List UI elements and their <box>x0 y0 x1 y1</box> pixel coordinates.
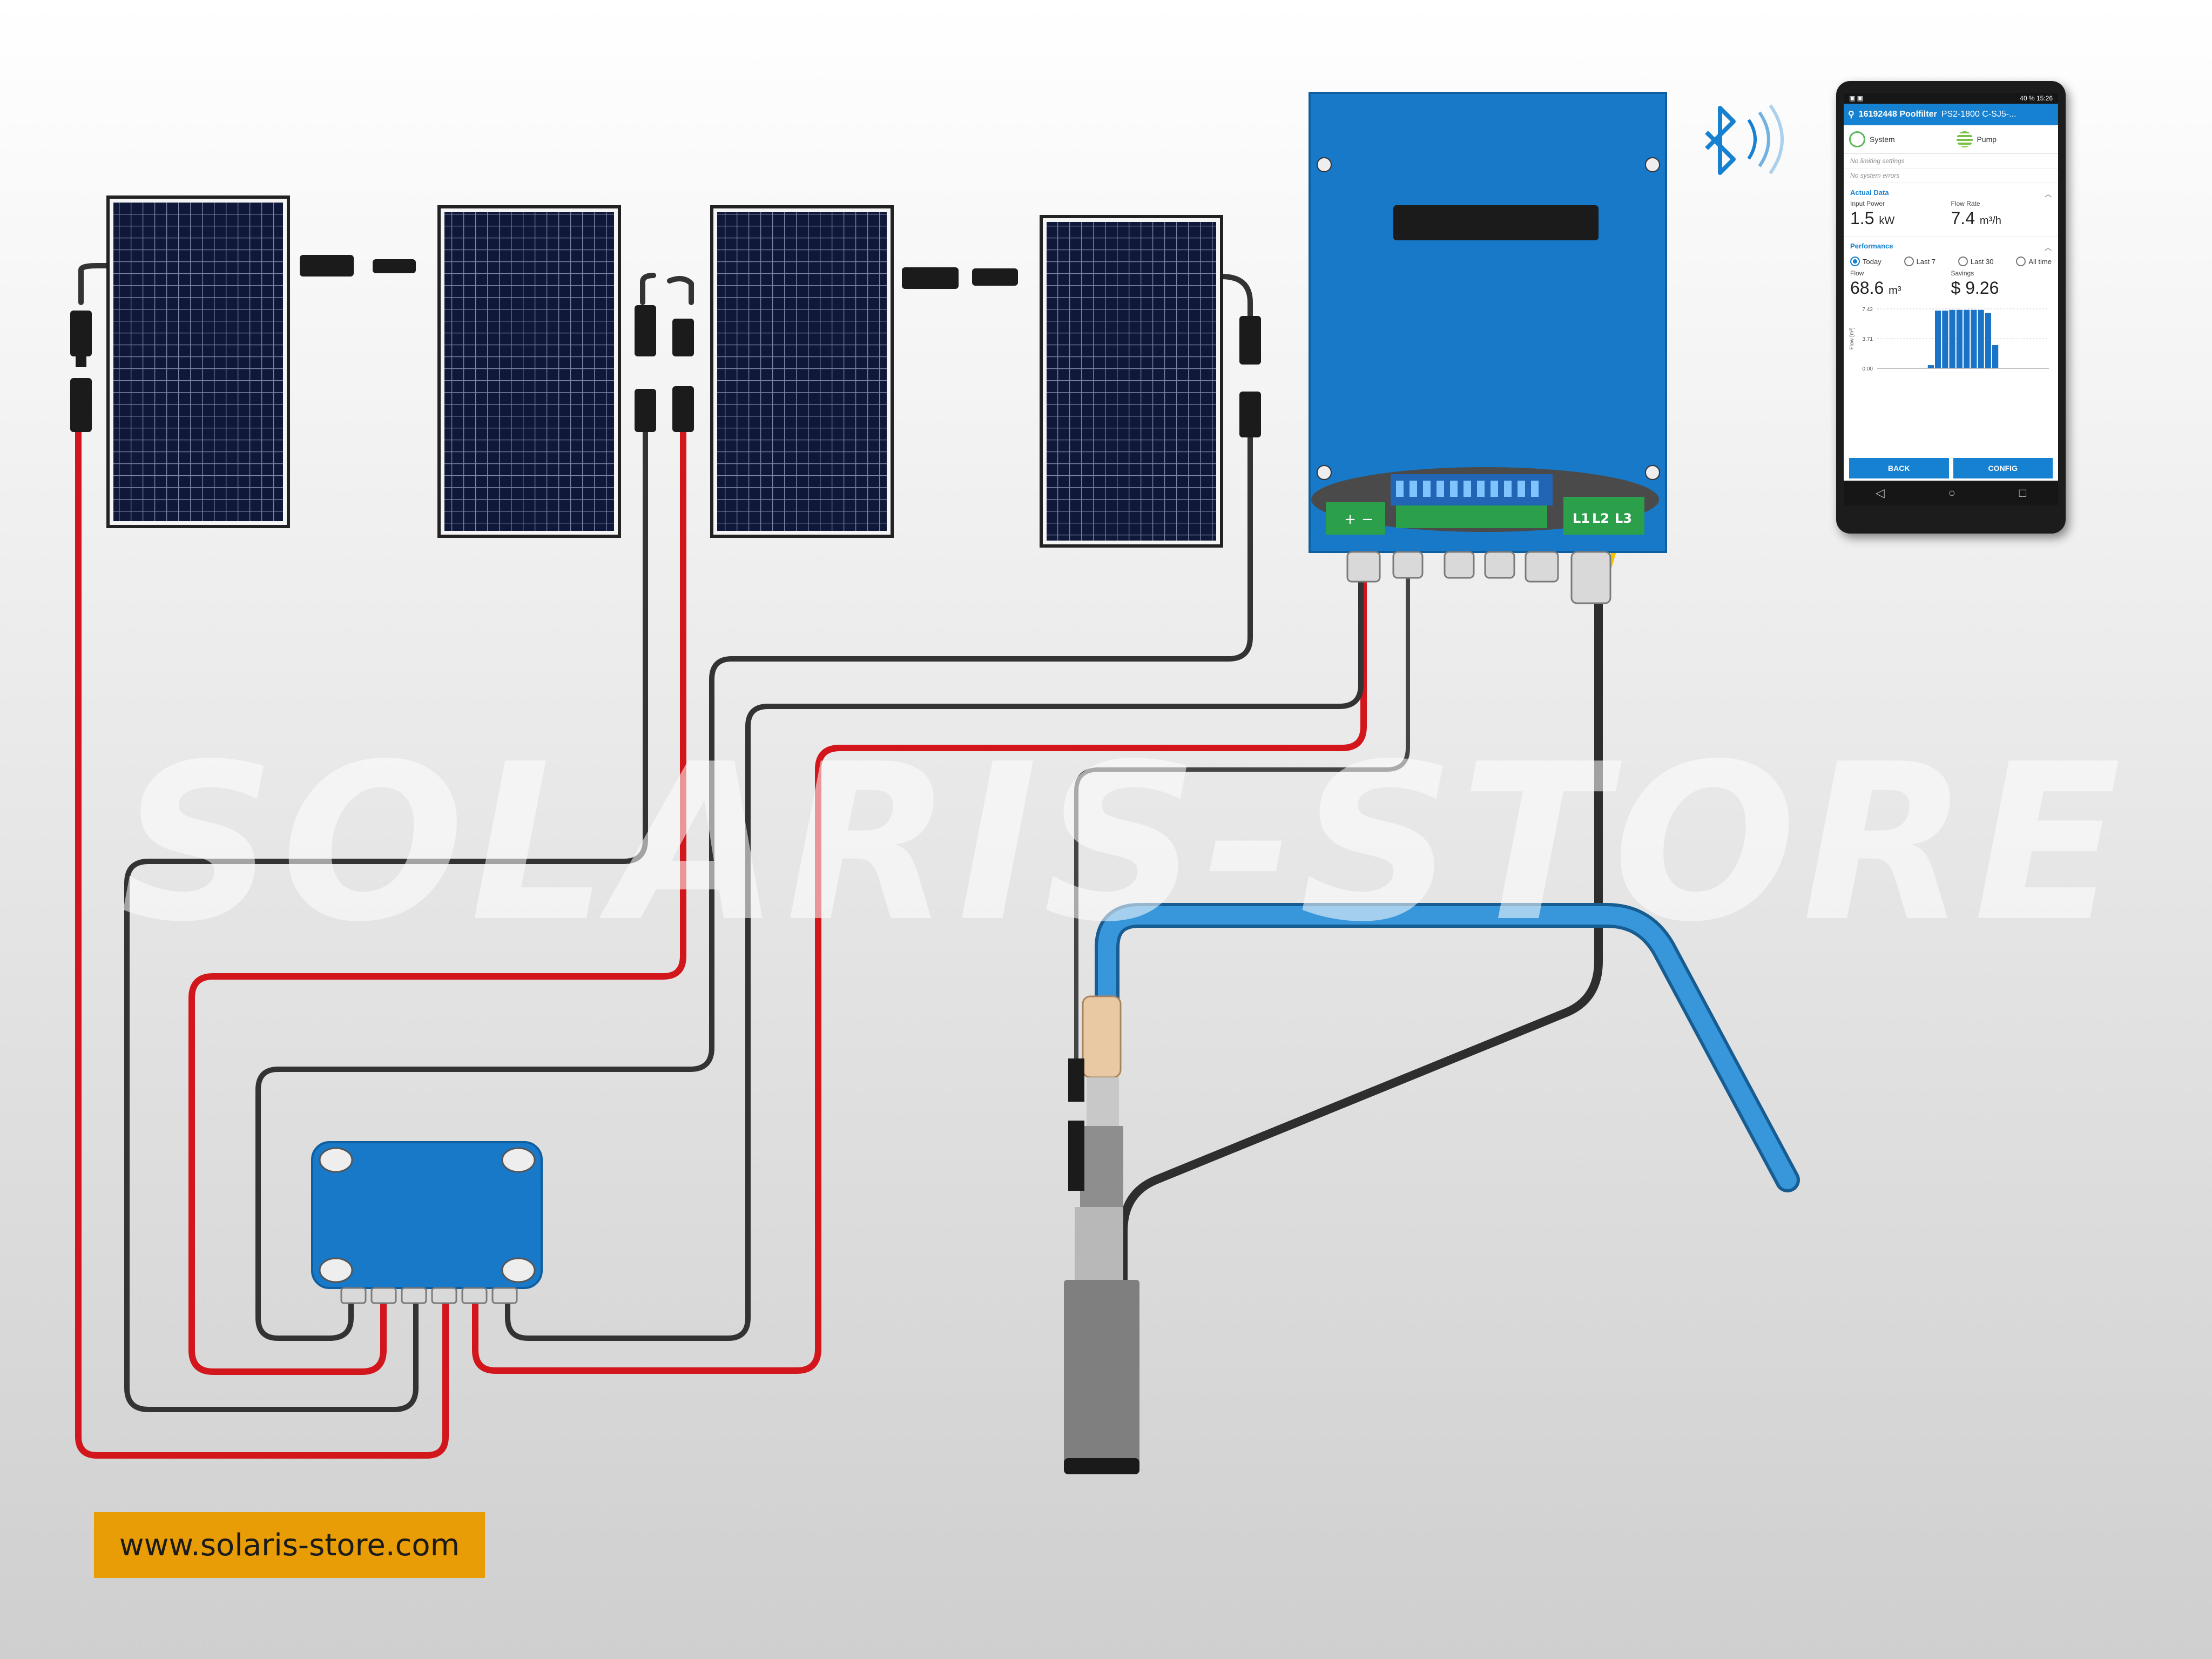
chart-bar <box>1992 345 1999 368</box>
combiner-box <box>311 1141 543 1304</box>
pump-icon <box>1956 131 1973 147</box>
chart-ytick-label: 7.42 <box>1863 307 1873 313</box>
clock: 15:26 <box>2036 95 2053 102</box>
solar-panel-3 <box>710 205 894 538</box>
chart-bar <box>1927 365 1934 368</box>
section-performance[interactable]: Performance ︿ <box>1844 236 2058 253</box>
wire-black-neg-run <box>255 429 1253 1341</box>
phone-screen: ▣ ▣ 40 % 15:26 ⚲ 16192448 Poolfilter PS2… <box>1844 93 2058 505</box>
nav-back-icon[interactable]: ◁ <box>1875 486 1885 500</box>
wire-red-out <box>472 548 1367 1374</box>
tab-system[interactable]: System <box>1844 131 1951 147</box>
period-selector: Today Last 7 Last 30 All time <box>1844 253 2058 269</box>
input-power-value: 1.5 kW <box>1850 208 1895 228</box>
power-icon <box>1849 131 1865 147</box>
section-actual-title: Actual Data <box>1850 188 1889 197</box>
tab-bar: System Pump <box>1844 125 2058 154</box>
radio-last30[interactable]: Last 30 <box>1958 257 1994 266</box>
config-button[interactable]: CONFIG <box>1953 458 2053 478</box>
flow-rate-value: 7.4 m³/h <box>1951 208 2001 228</box>
input-power-label: Input Power <box>1850 200 1885 207</box>
chart-bar <box>1956 309 1963 368</box>
wire-black-string2 <box>124 424 648 1412</box>
cable-glands <box>1346 551 1611 604</box>
chart-bar <box>1942 311 1948 368</box>
wire-pump-cable <box>1119 579 1603 1290</box>
tab-pump-label: Pump <box>1977 135 1997 144</box>
actual-values: Input Power 1.5 kW Flow Rate 7.4 m³/h <box>1844 200 2058 228</box>
chart-bar <box>1985 313 1991 368</box>
chart-ytick-label: 3.71 <box>1863 336 1873 342</box>
chart-bar <box>1971 309 1977 368</box>
wire-grey-sensor <box>1074 549 1410 1061</box>
notification-icons: ▣ ▣ <box>1849 95 1864 102</box>
wire-red-string2 <box>188 429 686 1375</box>
flow-label: Flow <box>1850 269 1864 277</box>
note-errors: No system errors <box>1844 168 2058 183</box>
mc4-connectors <box>70 255 1261 437</box>
chart-bar <box>1949 309 1955 368</box>
app-logo-icon: ⚲ <box>1848 110 1854 119</box>
wire-black-string2-top <box>640 273 694 305</box>
chart-ytick-label: 0.00 <box>1863 366 1873 372</box>
terminal-l3: L3 <box>1615 511 1632 526</box>
savings-value: $ 9.26 <box>1951 278 1999 298</box>
wire-black-string1 <box>78 263 113 305</box>
solar-panel-2 <box>437 205 621 538</box>
pump-controller <box>1309 92 1667 553</box>
status-bar: ▣ ▣ 40 % 15:26 <box>1844 93 2058 104</box>
chart-bar <box>1935 311 1941 368</box>
chevron-up-icon: ︿ <box>2044 190 2052 198</box>
website-badge[interactable]: www.solaris-store.com <box>94 1512 485 1578</box>
submersible-pump <box>1064 995 1139 1474</box>
nav-recent-icon[interactable]: □ <box>2019 486 2027 500</box>
nav-home-icon[interactable]: ○ <box>1948 486 1955 500</box>
flow-rate-label: Flow Rate <box>1951 200 1980 207</box>
battery-level: 40 % <box>2020 95 2035 102</box>
device-name: PS2-1800 C-SJ5-... <box>1941 110 2017 119</box>
wire-black-out <box>505 551 1364 1341</box>
terminal-l2: L2 <box>1592 511 1609 526</box>
app-bar: ⚲ 16192448 Poolfilter PS2-1800 C-SJ5-... <box>1844 104 2058 125</box>
radio-last7[interactable]: Last 7 <box>1904 257 1936 266</box>
watermark: SOLARIS-STORE <box>120 718 2127 969</box>
smartphone: ▣ ▣ 40 % 15:26 ⚲ 16192448 Poolfilter PS2… <box>1836 81 2066 534</box>
chart-bar <box>1978 309 1984 368</box>
terminal-plus: + <box>1344 511 1356 528</box>
note-limits: No limiting settings <box>1844 154 2058 168</box>
wire-red-string1 <box>75 413 449 1459</box>
solar-panel-1 <box>106 195 290 528</box>
bluetooth-icon <box>1705 104 1784 175</box>
section-performance-title: Performance <box>1850 242 1893 250</box>
status-right: 40 % 15:26 <box>2020 95 2053 102</box>
performance-values: Flow 68.6 m³ Savings $ 9.26 <box>1844 269 2058 298</box>
flow-value: 68.6 m³ <box>1850 278 1901 298</box>
wire-black-string1-mid <box>1219 274 1253 321</box>
section-actual[interactable]: Actual Data ︿ <box>1844 183 2058 200</box>
terminal-minus: − <box>1361 511 1373 528</box>
tab-pump[interactable]: Pump <box>1951 131 2059 147</box>
android-nav-bar: ◁ ○ □ <box>1844 481 2058 505</box>
radio-today[interactable]: Today <box>1850 257 1881 266</box>
terminal-l1: L1 <box>1573 511 1590 526</box>
radio-alltime[interactable]: All time <box>2016 257 2052 266</box>
app-title: 16192448 Poolfilter <box>1858 110 1937 119</box>
chart-bar <box>1964 309 1970 368</box>
button-row: BACK CONFIG <box>1844 458 2058 478</box>
savings-label: Savings <box>1951 269 1974 277</box>
tab-system-label: System <box>1870 135 1895 144</box>
solar-panel-4 <box>1040 215 1223 548</box>
chevron-up-icon: ︿ <box>2044 244 2052 252</box>
chart-ylabel: Flow [m³] <box>1849 327 1855 349</box>
back-button[interactable]: BACK <box>1849 458 1949 478</box>
